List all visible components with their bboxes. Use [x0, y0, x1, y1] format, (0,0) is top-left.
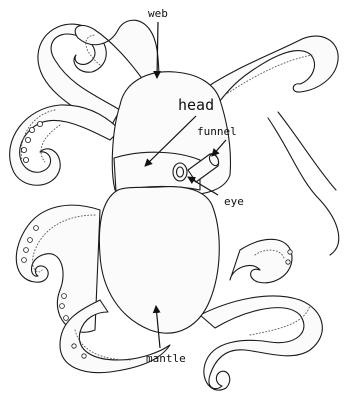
label-mantle: mantle	[146, 352, 186, 365]
label-head: head	[178, 96, 214, 114]
mantle-shape	[99, 187, 219, 334]
arm-right-trailing	[268, 112, 339, 255]
eye-shape	[173, 163, 187, 181]
arm-bottom-right	[200, 296, 322, 390]
arm-left-coil	[10, 105, 120, 185]
label-web: web	[148, 7, 168, 20]
label-eye: eye	[224, 195, 244, 208]
arm-right-lower	[230, 239, 292, 283]
label-funnel: funnel	[197, 125, 237, 138]
